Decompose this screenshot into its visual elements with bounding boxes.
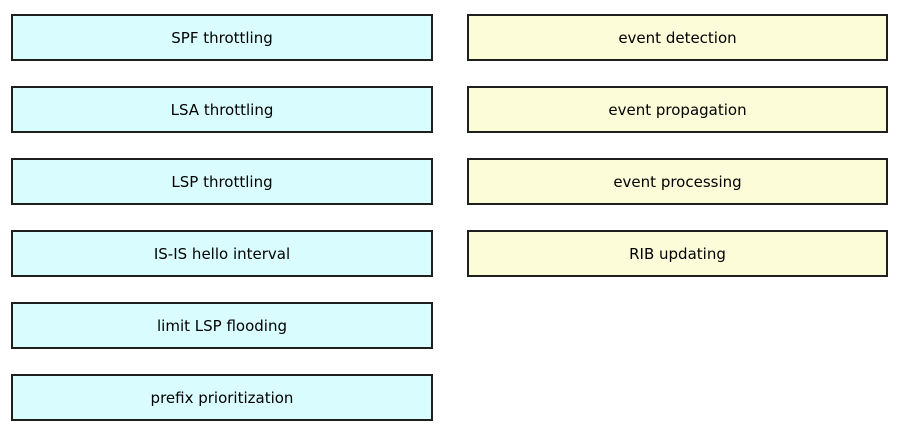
target-item-label: event detection: [618, 28, 737, 47]
source-item-isis-hello-interval[interactable]: IS-IS hello interval: [11, 230, 433, 277]
target-column: event detection event propagation event …: [467, 14, 888, 277]
target-item-event-propagation[interactable]: event propagation: [467, 86, 888, 133]
source-column: SPF throttling LSA throttling LSP thrott…: [11, 14, 433, 421]
target-item-label: event propagation: [608, 100, 747, 119]
source-item-label: LSA throttling: [170, 100, 274, 119]
source-item-label: prefix prioritization: [150, 388, 294, 407]
target-item-event-detection[interactable]: event detection: [467, 14, 888, 61]
target-item-event-processing[interactable]: event processing: [467, 158, 888, 205]
target-item-label: RIB updating: [629, 244, 726, 263]
source-item-prefix-prioritization[interactable]: prefix prioritization: [11, 374, 433, 421]
source-item-label: limit LSP flooding: [157, 316, 287, 335]
target-item-label: event processing: [613, 172, 742, 191]
source-item-spf-throttling[interactable]: SPF throttling: [11, 14, 433, 61]
source-item-limit-lsp-flooding[interactable]: limit LSP flooding: [11, 302, 433, 349]
target-item-rib-updating[interactable]: RIB updating: [467, 230, 888, 277]
source-item-label: LSP throttling: [171, 172, 273, 191]
source-item-lsa-throttling[interactable]: LSA throttling: [11, 86, 433, 133]
source-item-label: IS-IS hello interval: [153, 244, 291, 263]
source-item-label: SPF throttling: [171, 28, 273, 47]
source-item-lsp-throttling[interactable]: LSP throttling: [11, 158, 433, 205]
